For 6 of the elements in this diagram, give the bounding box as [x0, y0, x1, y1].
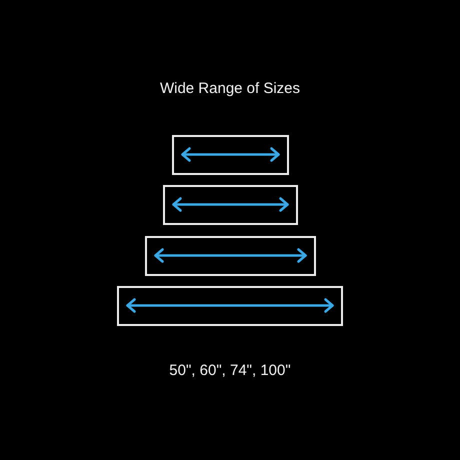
size-frame — [145, 236, 316, 276]
title: Wide Range of Sizes — [160, 80, 300, 98]
size-frame — [163, 185, 298, 225]
size-frame — [172, 135, 289, 175]
size-frame — [117, 286, 343, 326]
caption: 50", 60", 74", 100" — [169, 362, 291, 380]
